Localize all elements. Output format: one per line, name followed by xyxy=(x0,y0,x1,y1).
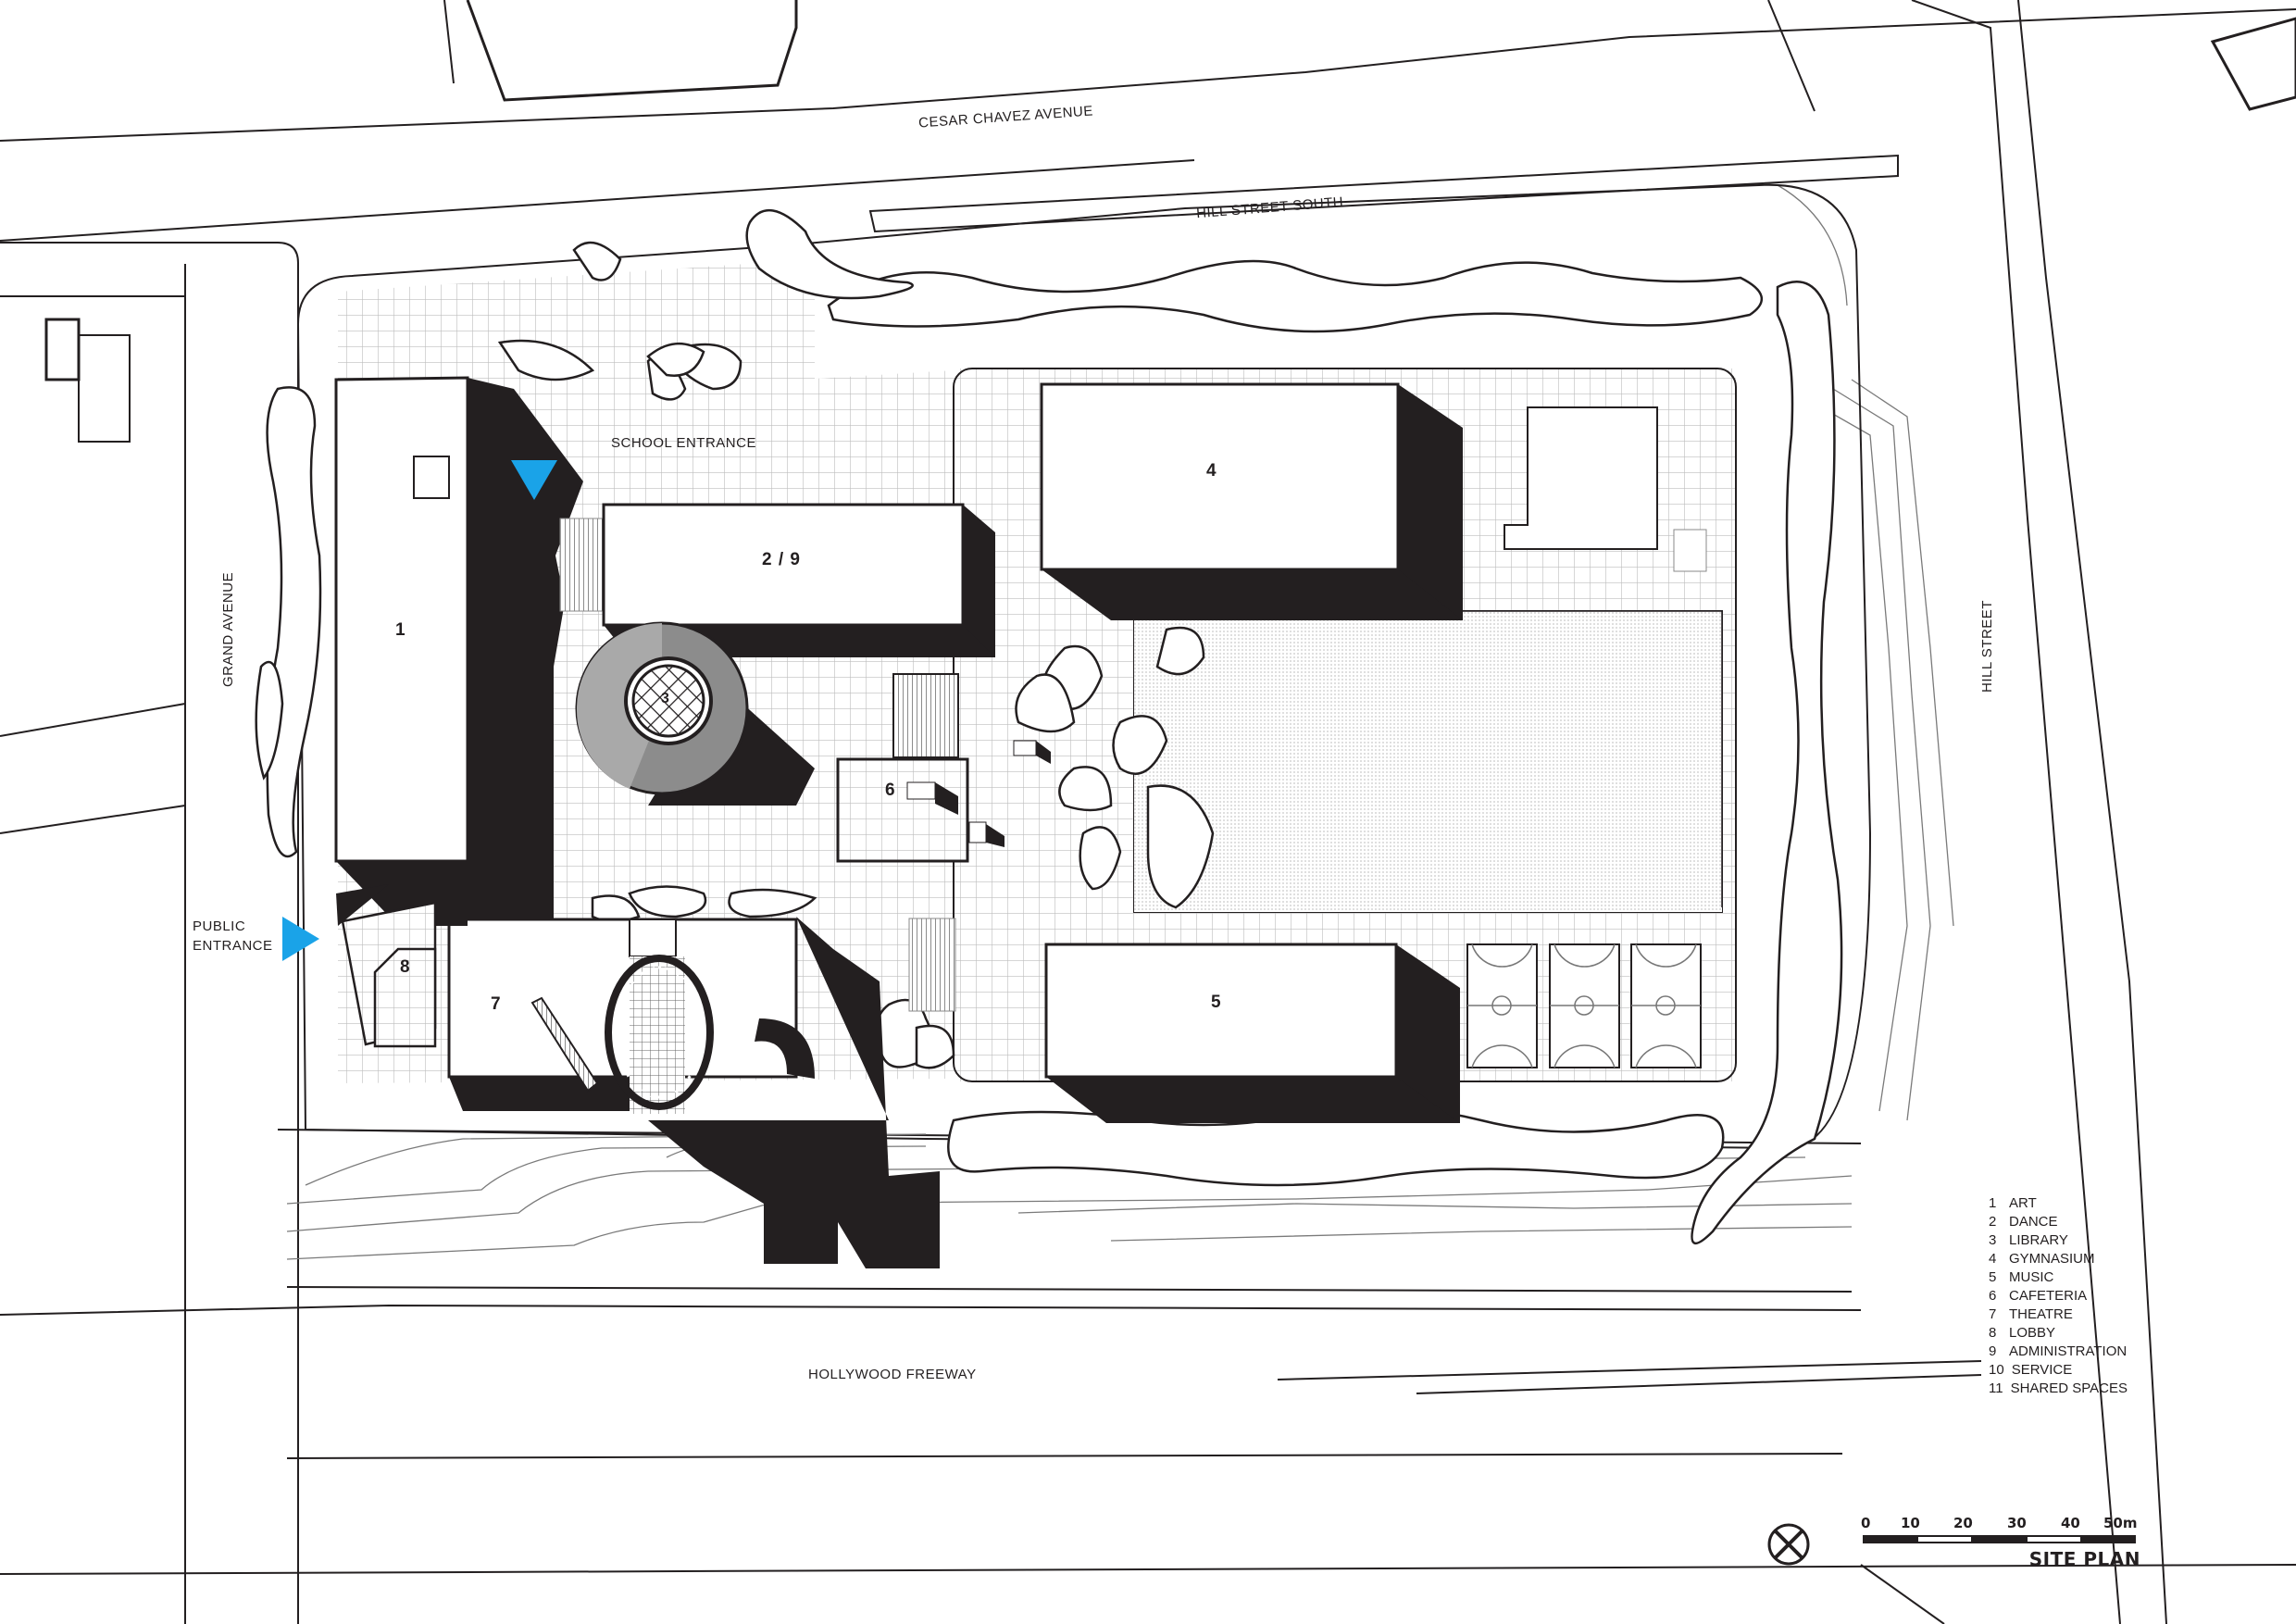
building-label-6: 6 xyxy=(885,781,895,800)
building-label-1: 1 xyxy=(395,620,406,640)
north-arrow-icon xyxy=(1767,1523,1810,1566)
outdoor-court xyxy=(1504,406,1658,550)
building-5-music xyxy=(1044,943,1460,1123)
scale-tick: 30 xyxy=(2007,1515,2027,1531)
public-entrance-label-line2: ENTRANCE xyxy=(193,938,273,954)
scale-bar-ticks: 0 10 20 30 40 50m xyxy=(1861,1515,2139,1535)
building-3-library xyxy=(575,621,815,806)
building-1-art xyxy=(334,376,583,926)
building-label-4: 4 xyxy=(1206,461,1217,481)
public-entrance-label: PUBLIC ENTRANCE xyxy=(193,917,273,956)
site-boundary xyxy=(296,183,1872,1150)
building-7-theatre xyxy=(447,917,940,1268)
scale-bar: 0 10 20 30 40 50m SITE PLAN xyxy=(1861,1515,2140,1570)
street-label-hollywood-freeway: HOLLYWOOD FREEWAY xyxy=(808,1367,977,1382)
scale-tick: 50m xyxy=(2103,1515,2138,1531)
scale-bar-graphic xyxy=(1863,1535,2136,1543)
scale-tick: 20 xyxy=(1953,1515,1973,1531)
building-label-7: 7 xyxy=(491,994,501,1014)
street-label-hill-street: HILL STREET xyxy=(1979,600,1995,693)
drawing-title: SITE PLAN xyxy=(2028,1548,2140,1570)
school-entrance-label: SCHOOL ENTRANCE xyxy=(611,435,756,451)
school-entrance-marker-icon xyxy=(511,460,557,500)
landscape-blobs xyxy=(255,208,1843,1244)
contour-lines xyxy=(286,184,1954,1260)
street-label-grand-avenue: GRAND AVENUE xyxy=(220,571,236,687)
scale-tick: 10 xyxy=(1901,1515,1920,1531)
building-4-gymnasium xyxy=(1040,382,1463,620)
public-entrance-marker-icon xyxy=(282,917,319,961)
building-label-3: 3 xyxy=(661,691,669,706)
building-8-lobby xyxy=(336,884,468,1048)
basketball-courts xyxy=(1466,943,1702,1068)
building-6-cafeteria xyxy=(836,673,1051,863)
building-label-5: 5 xyxy=(1211,993,1221,1012)
public-entrance-label-line1: PUBLIC xyxy=(193,918,246,934)
scale-tick: 40 xyxy=(2061,1515,2080,1531)
building-label-8: 8 xyxy=(400,957,410,977)
scale-tick: 0 xyxy=(1861,1515,1871,1531)
building-label-2-9: 2 / 9 xyxy=(762,550,801,569)
